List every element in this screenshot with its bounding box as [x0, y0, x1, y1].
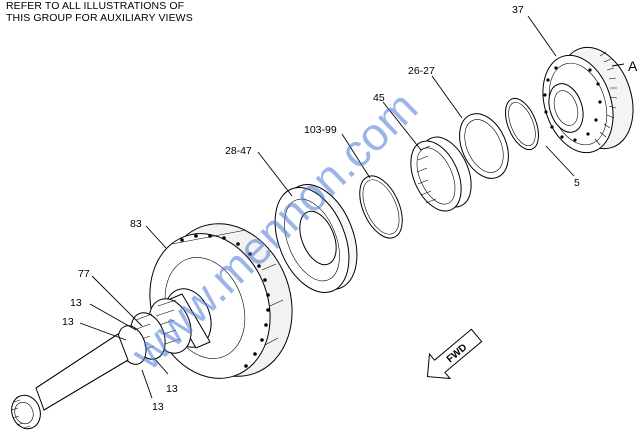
part-37-clutch-hub [542, 46, 634, 154]
hub-spline-teeth [594, 51, 618, 146]
note-line-1: REFER TO ALL ILLUSTRATIONS OF [6, 0, 185, 12]
leader-lines [79, 15, 625, 399]
housing-bolt-ring [180, 234, 270, 368]
callout-13-left: 13 [62, 316, 74, 328]
callout-A: A [628, 58, 638, 74]
callout-37: 37 [512, 4, 524, 16]
callout-labels: 37 A 26-27 45 103-99 28-47 5 83 77 13 13… [62, 4, 638, 413]
callout-13-lower: 13 [152, 401, 164, 413]
callout-103-99: 103-99 [304, 124, 337, 136]
auxiliary-views-note: REFER TO ALL ILLUSTRATIONS OF THIS GROUP… [6, 0, 193, 24]
note-line-2: THIS GROUP FOR AUXILIARY VIEWS [6, 12, 193, 24]
callout-77: 77 [78, 268, 90, 280]
callout-45: 45 [373, 92, 385, 104]
callout-5: 5 [574, 177, 580, 189]
callout-13-right: 13 [166, 383, 178, 395]
callout-26-27: 26-27 [408, 65, 435, 77]
part-45-spring-assembly [410, 136, 472, 212]
callout-83: 83 [130, 218, 142, 230]
part-5-snap-ring [505, 97, 539, 151]
forward-direction-arrow: FWD [426, 328, 483, 380]
part-28-47-piston [274, 184, 358, 293]
input-shaft-assembly [11, 288, 212, 430]
hub-holes [543, 66, 602, 142]
part-103-99-seal-ring [359, 175, 403, 239]
part-26-27-plate [459, 113, 509, 179]
callout-28-47: 28-47 [225, 145, 252, 157]
callout-13-upper: 13 [70, 297, 82, 309]
